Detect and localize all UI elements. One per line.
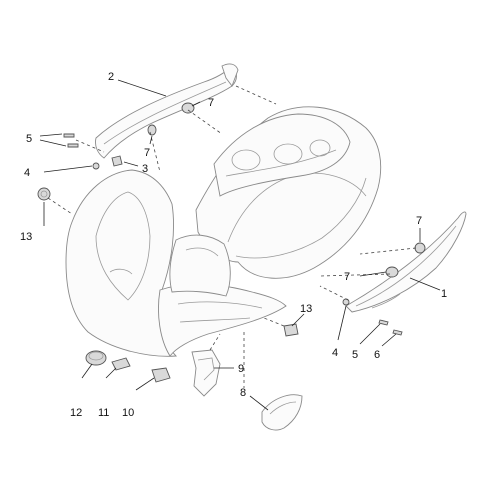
callout-4-left: 4 bbox=[24, 167, 30, 179]
part-1-side-trim bbox=[345, 211, 467, 313]
part-12-cap bbox=[85, 350, 107, 366]
part-7-grommet-right-low bbox=[385, 266, 399, 278]
callout-numbers: 2 7 7 5 4 3 13 7 7 1 13 4 5 6 9 8 10 11 … bbox=[20, 71, 447, 419]
part-7-grommet-right-top bbox=[414, 242, 426, 254]
callout-12: 12 bbox=[70, 407, 82, 419]
part-4-nut-left bbox=[92, 162, 100, 170]
callout-7-top: 7 bbox=[208, 97, 214, 109]
part-4-nut-right bbox=[342, 298, 350, 306]
part-8-spoiler bbox=[261, 394, 303, 431]
part-9-bracket bbox=[191, 349, 221, 397]
callout-3: 3 bbox=[142, 163, 148, 175]
callout-1: 1 bbox=[441, 288, 447, 300]
part-13-clip-right bbox=[283, 323, 299, 337]
callout-11: 11 bbox=[98, 407, 109, 419]
callout-13-right: 13 bbox=[300, 303, 312, 315]
scooter-body bbox=[65, 106, 382, 357]
part-10-clip bbox=[151, 367, 171, 383]
part-7-grommet-mid bbox=[147, 124, 157, 136]
part-13-grommet-left bbox=[37, 187, 51, 201]
part-6-screw bbox=[392, 329, 403, 336]
callout-7-right-low: 7 bbox=[344, 271, 350, 283]
callout-9: 9 bbox=[238, 363, 244, 375]
callout-7-mid: 7 bbox=[144, 147, 150, 159]
part-5-screw-right bbox=[378, 319, 389, 326]
callout-10: 10 bbox=[122, 407, 134, 419]
part-11-rubber bbox=[111, 357, 131, 371]
callout-7-right-top: 7 bbox=[416, 215, 422, 227]
callout-4-right: 4 bbox=[332, 347, 338, 359]
part-2-trim-strip bbox=[95, 65, 237, 159]
callout-8: 8 bbox=[240, 387, 246, 399]
part-5-screw-a bbox=[63, 133, 75, 138]
part-7-grommet-top bbox=[181, 102, 195, 114]
callout-13-left: 13 bbox=[20, 231, 32, 243]
callout-6: 6 bbox=[374, 349, 380, 361]
callout-2: 2 bbox=[108, 71, 114, 83]
part-5-screw-b bbox=[67, 143, 79, 148]
callout-5-left: 5 bbox=[26, 133, 32, 145]
callout-5-right: 5 bbox=[352, 349, 358, 361]
part-3-clip bbox=[111, 155, 123, 167]
leader-lines bbox=[39, 79, 441, 411]
